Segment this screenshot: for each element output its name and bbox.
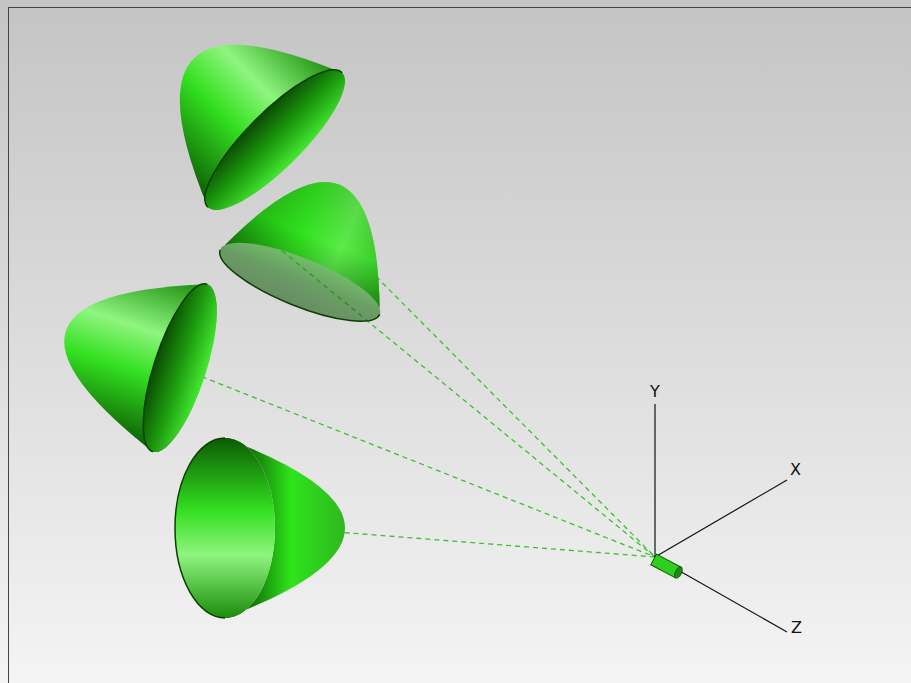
- frame: [9, 8, 911, 683]
- source-cylinder: [651, 554, 684, 579]
- coordinate-axes: [655, 404, 787, 632]
- axis-label: Y: [650, 384, 660, 400]
- axis-label: X: [790, 462, 801, 478]
- paraboloid: [39, 247, 232, 460]
- paraboloid: [211, 152, 419, 336]
- paraboloid: [175, 438, 345, 618]
- axis-label: Z: [791, 620, 802, 636]
